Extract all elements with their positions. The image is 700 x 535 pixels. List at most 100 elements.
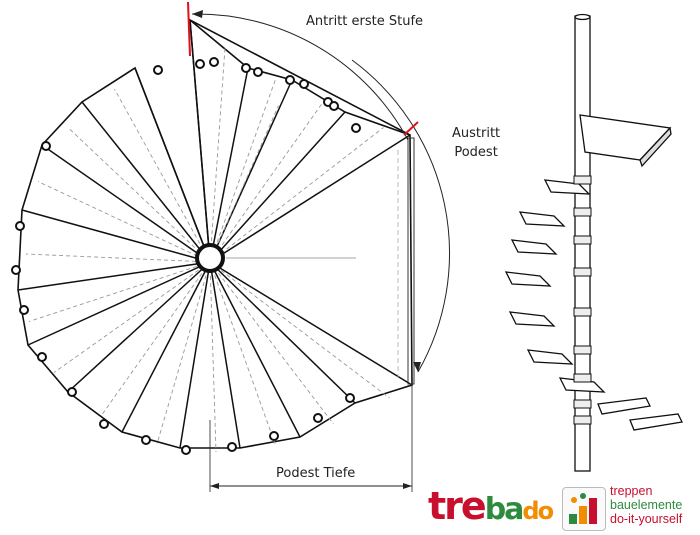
- step-dash: [209, 47, 226, 263]
- baluster: [269, 431, 279, 441]
- tread-3d: [508, 311, 556, 327]
- tread-3d: [504, 271, 552, 287]
- baluster: [181, 445, 191, 455]
- baluster: [313, 413, 323, 423]
- step-edge: [209, 261, 356, 404]
- step-edge: [21, 209, 211, 263]
- baluster: [99, 419, 109, 429]
- baluster-posts: [11, 57, 361, 455]
- baluster: [141, 435, 151, 445]
- dimension-arc: [191, 13, 409, 141]
- stair-3d-view: [504, 13, 683, 472]
- step-edge: [209, 261, 413, 386]
- step-dash: [37, 181, 211, 263]
- logo-part-2: ba: [484, 492, 525, 527]
- step-dash: [25, 253, 211, 263]
- baluster: [345, 393, 355, 403]
- landing-edge: [407, 137, 415, 385]
- landing-3d-edge: [639, 126, 672, 168]
- step-edge: [121, 261, 211, 433]
- tread-3d: [543, 179, 591, 195]
- baluster: [19, 305, 29, 315]
- tread-hub: [573, 399, 592, 409]
- tread-hub: [573, 307, 592, 317]
- step-edge: [134, 67, 211, 263]
- baluster: [227, 442, 237, 452]
- logo-wordmark: trebado: [428, 484, 554, 533]
- baluster: [195, 59, 205, 69]
- tiefe-arrow-right: [403, 483, 412, 489]
- tread-hub: [573, 175, 592, 185]
- step-lines: [17, 19, 413, 449]
- start-marker: [187, 1, 191, 57]
- label-antritt: Antritt erste Stufe: [306, 14, 424, 29]
- arc-arrow-start: [192, 10, 203, 18]
- dimension-arc-right: [351, 59, 451, 373]
- step-dash: [114, 88, 211, 263]
- step-edge: [41, 144, 211, 263]
- step-edge: [179, 261, 211, 449]
- baluster: [209, 57, 219, 67]
- step-edge: [17, 261, 211, 291]
- center-column: [195, 243, 225, 273]
- step-edge: [209, 79, 293, 263]
- tread-3d: [510, 239, 558, 255]
- tread-hub: [573, 267, 592, 277]
- step-dash: [209, 99, 325, 263]
- treads-3d: [504, 175, 683, 431]
- tagline-1: treppen: [610, 484, 653, 498]
- arc-arrow-end: [413, 362, 421, 372]
- tread-hub: [573, 235, 592, 245]
- step-dash: [209, 261, 217, 453]
- step-dash: [209, 261, 390, 399]
- logo-part-3: do: [522, 497, 554, 525]
- tread-hub: [573, 415, 592, 425]
- step-dash: [209, 105, 279, 263]
- tread-hub: [573, 345, 592, 355]
- step-dash: [156, 261, 211, 445]
- logo-tagline: treppen bauelemente do-it-yourself: [610, 484, 682, 526]
- step-dash: [28, 261, 211, 322]
- label-podest-tiefe: Podest Tiefe: [276, 466, 356, 481]
- baluster: [241, 63, 251, 73]
- step-dashed-lines: [25, 47, 390, 453]
- step-edge: [209, 261, 241, 449]
- step-dash: [100, 261, 211, 417]
- baluster: [11, 265, 21, 275]
- step-edge: [209, 111, 346, 263]
- tread-hub: [573, 373, 592, 383]
- step-dash: [53, 261, 211, 373]
- tiefe-arrow-left: [210, 483, 219, 489]
- landing-3d: [579, 114, 672, 161]
- step-dash: [209, 261, 277, 447]
- baluster: [67, 387, 77, 397]
- trebado-logo[interactable]: trebado treppen bauelemente do-it-yourse…: [428, 484, 700, 534]
- step-edge: [209, 134, 411, 263]
- baluster: [299, 79, 309, 89]
- tread-hub: [573, 207, 592, 217]
- step-dash: [67, 127, 211, 263]
- exit-marker: [403, 121, 419, 136]
- tread-3d: [629, 413, 683, 431]
- step-edge: [209, 67, 249, 263]
- step-edge: [189, 19, 211, 263]
- tagline-2: bauelemente: [610, 498, 683, 512]
- baluster: [285, 75, 295, 85]
- tread-3d: [518, 211, 566, 227]
- tread-3d: [597, 397, 651, 415]
- baluster: [351, 123, 361, 133]
- baluster: [37, 352, 47, 362]
- tread-3d: [526, 349, 574, 365]
- baluster: [329, 101, 339, 111]
- step-dash: [209, 261, 334, 425]
- step-edge: [209, 261, 301, 438]
- step-edge: [81, 101, 211, 263]
- label-austritt-line2: Podest: [454, 145, 498, 160]
- label-austritt-line1: Austritt: [452, 126, 501, 141]
- logo-part-1: tre: [428, 484, 487, 528]
- baluster: [153, 65, 163, 75]
- step-dash: [209, 77, 277, 263]
- baluster: [41, 141, 51, 151]
- label-austritt: Austritt Podest: [452, 124, 500, 162]
